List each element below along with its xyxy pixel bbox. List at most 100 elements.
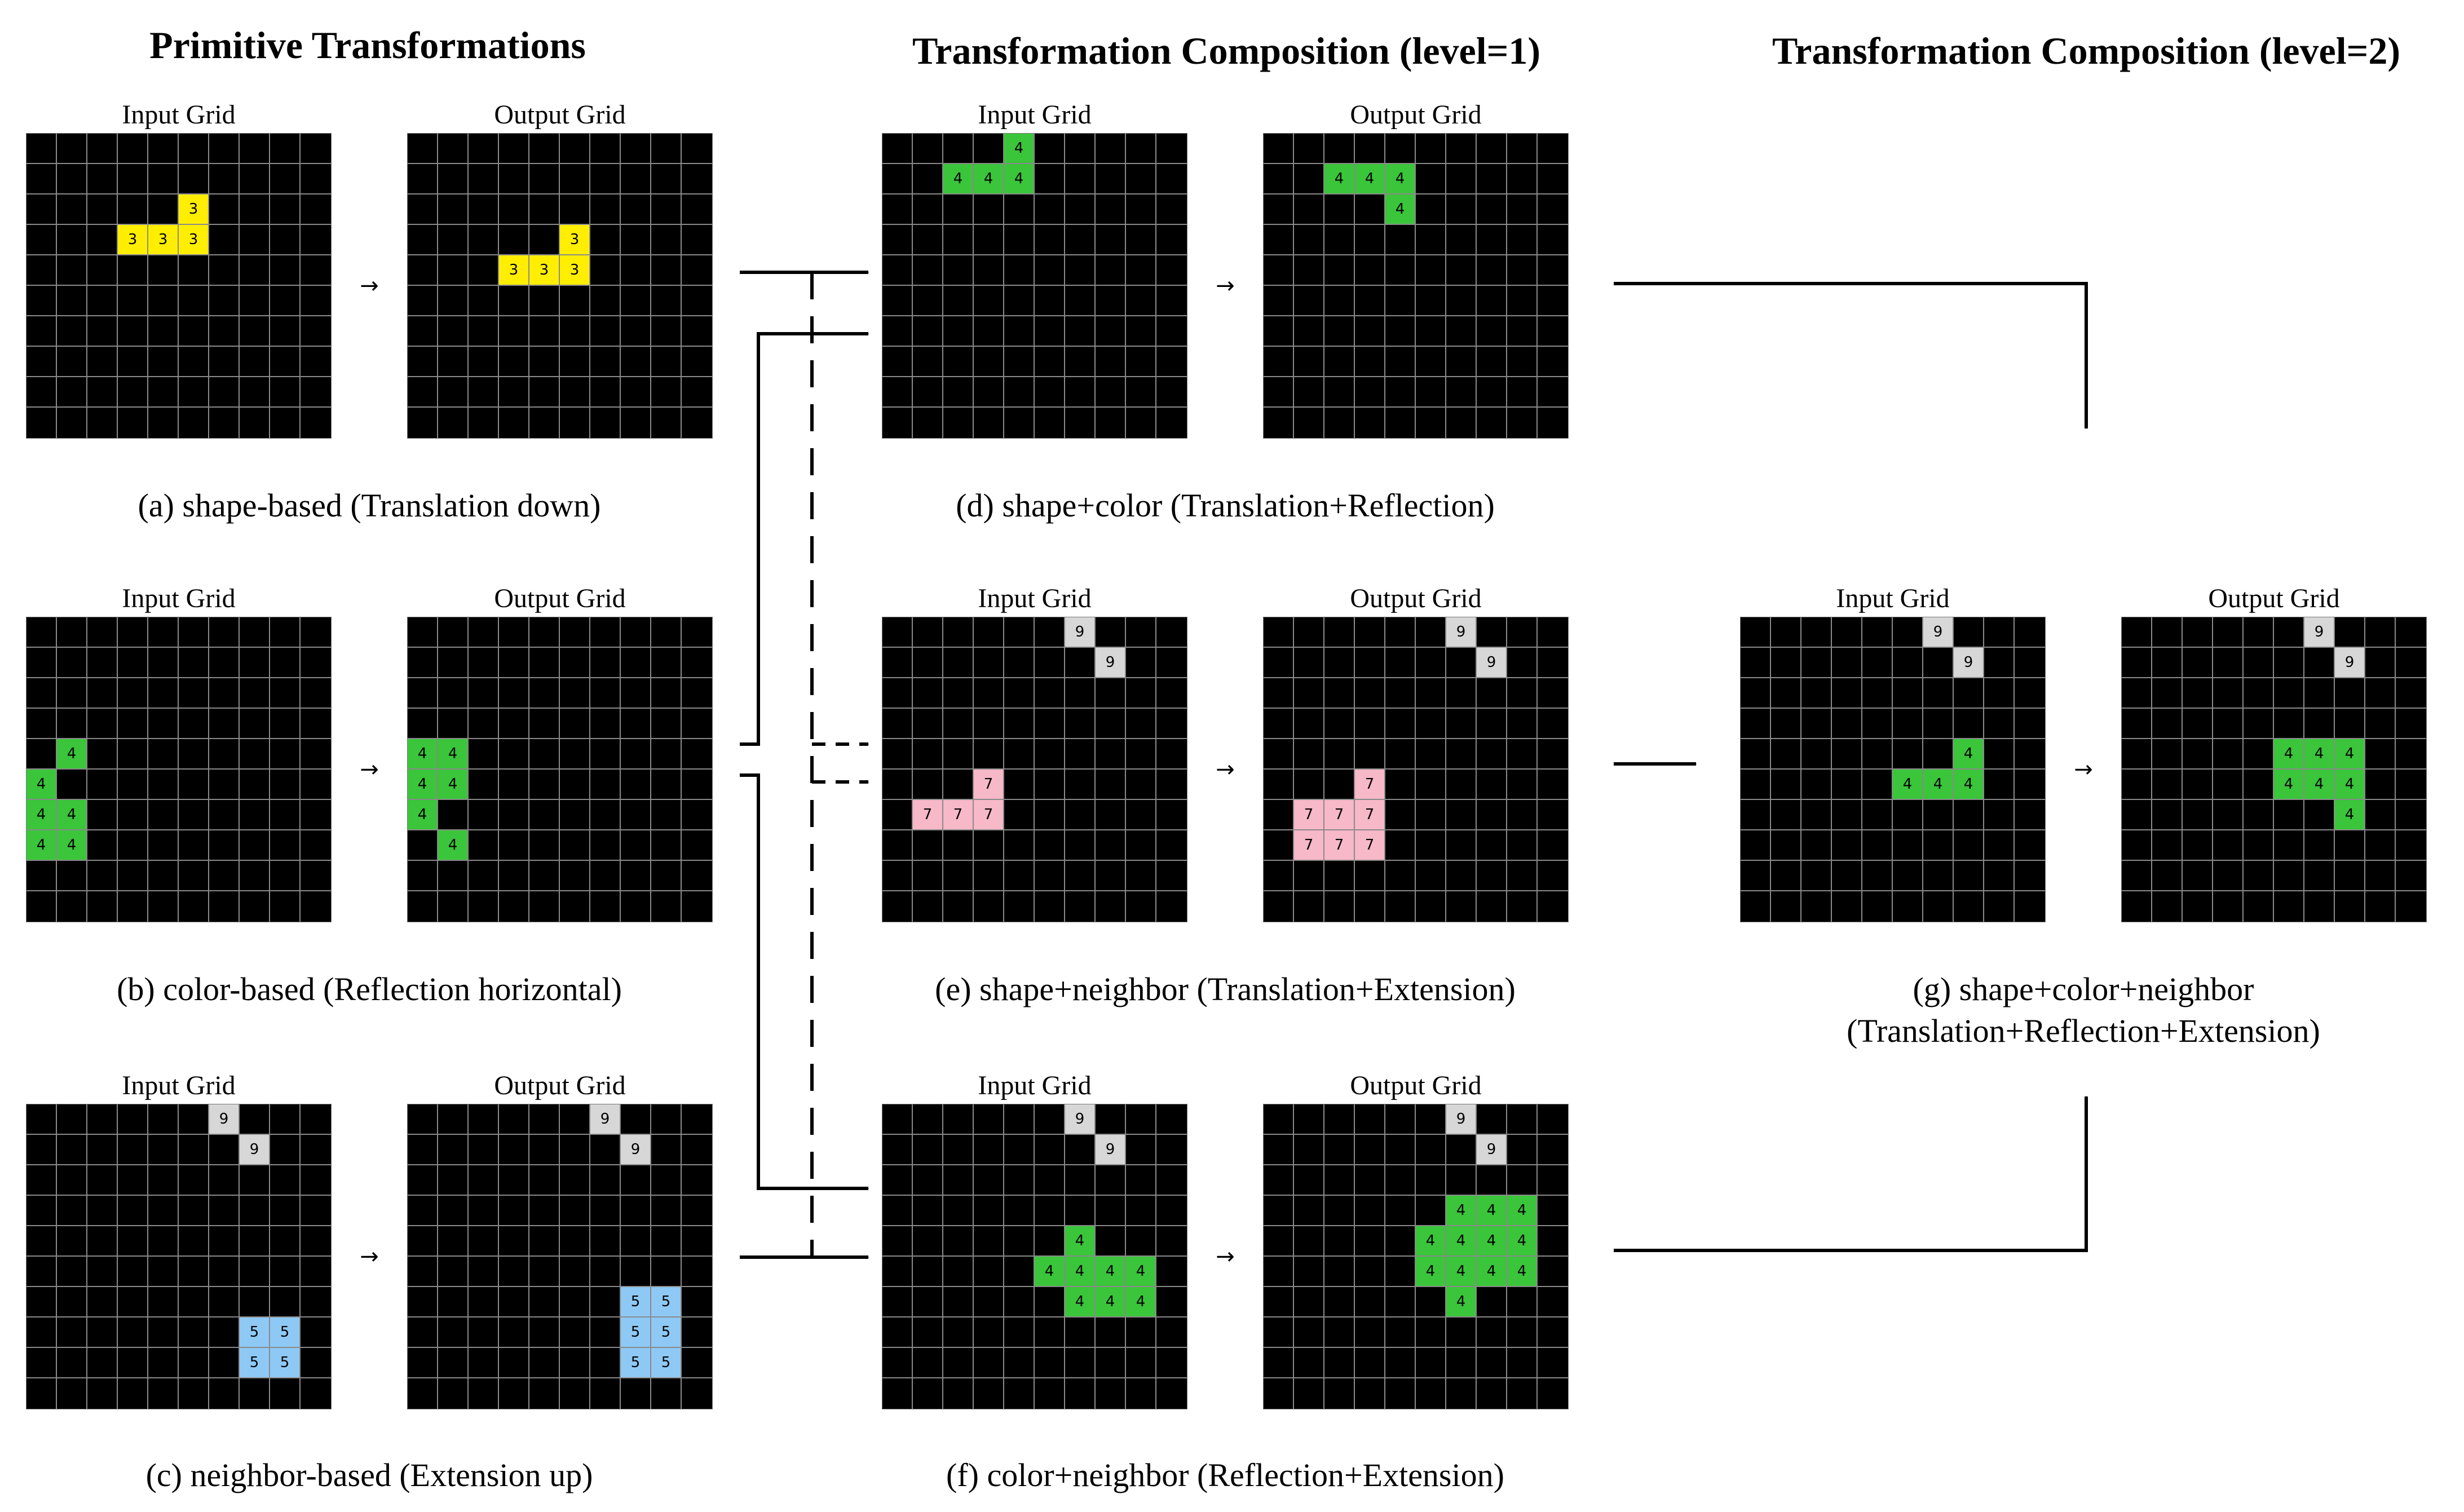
- grid-cell-value-5: 5: [651, 1318, 682, 1348]
- grid-cell: [57, 164, 87, 194]
- grid-cell: [87, 1287, 118, 1318]
- grid-cell-value-3: 3: [179, 225, 209, 255]
- grid-cell: [87, 347, 118, 377]
- grid-cell: [651, 1165, 682, 1196]
- grid-cell: [270, 678, 301, 709]
- grid-cell: [974, 891, 1004, 922]
- grid-cell: [240, 1287, 270, 1318]
- grid-cell: [209, 770, 240, 800]
- grid-cell: [1355, 739, 1385, 770]
- grid-cell: [560, 164, 590, 194]
- grid-cell: [943, 617, 974, 648]
- grid-cell: [240, 316, 270, 347]
- grid-cell: [2015, 891, 2045, 922]
- grid-cell: [469, 377, 499, 408]
- grid-cell: [1065, 286, 1096, 316]
- grid-cell-value-5: 5: [651, 1348, 682, 1378]
- grid-cell: [1507, 255, 1538, 286]
- grid-cell: [560, 194, 590, 225]
- grid-cell: [1065, 225, 1096, 255]
- output-grid-title-g: Output Grid: [2208, 583, 2340, 613]
- grid-cell: [1004, 1104, 1035, 1135]
- grid-cell: [621, 164, 651, 194]
- grid-cell: [1507, 286, 1538, 316]
- grid-cell: [1294, 1135, 1324, 1165]
- grid-cell: [1096, 739, 1126, 770]
- grid-cell: [1771, 739, 1801, 770]
- grid-cell: [1324, 617, 1355, 648]
- grid-cell-value-3: 3: [529, 255, 560, 286]
- grid-cell: [529, 678, 560, 709]
- grid-cell: [1065, 861, 1096, 891]
- grid-cell: [270, 770, 301, 800]
- input-grid-title-a: Input Grid: [122, 100, 236, 130]
- grid-cell: [2244, 709, 2274, 739]
- grid-cell: [2152, 891, 2183, 922]
- grid-cell: [882, 1287, 913, 1318]
- grid-cell: [240, 377, 270, 408]
- grid-cell: [1538, 1135, 1568, 1165]
- grid-cell: [1741, 800, 1771, 830]
- grid-cell: [57, 648, 87, 678]
- grid-cell: [469, 316, 499, 347]
- grid-cell: [1446, 709, 1477, 739]
- grid-cell: [882, 347, 913, 377]
- grid-cell: [1801, 739, 1832, 770]
- grid-cell: [1096, 1318, 1126, 1348]
- grid-cell: [651, 739, 682, 770]
- grid-cell: [1507, 316, 1538, 347]
- grid-cell: [529, 1378, 560, 1409]
- grid-cell: [1294, 861, 1324, 891]
- grid-cell: [529, 1348, 560, 1378]
- grid-cell: [1355, 1348, 1385, 1378]
- grid-cell: [1801, 617, 1832, 648]
- grid-cell: [1065, 408, 1096, 438]
- grid-cell: [27, 316, 57, 347]
- grid-cell: [1446, 891, 1477, 922]
- grid-cell: [118, 347, 148, 377]
- grid-cell: [1893, 709, 1923, 739]
- grid-cell-value-4: 4: [1446, 1257, 1477, 1287]
- grid-cell: [27, 1348, 57, 1378]
- grid-cell: [1004, 1165, 1035, 1196]
- caption-f: (f) color+neighbor (Reflection+Extension…: [946, 1454, 1504, 1496]
- grid-cell: [408, 286, 438, 316]
- grid-cell: [179, 861, 209, 891]
- grid-cell: [1065, 891, 1096, 922]
- grid-cell: [1294, 164, 1324, 194]
- grid-cell: [1477, 709, 1507, 739]
- grid-cell: [1477, 134, 1507, 164]
- grid-cell-value-4: 4: [1126, 1257, 1156, 1287]
- grid-cell: [1538, 861, 1568, 891]
- grid-cell-value-4: 4: [1004, 164, 1035, 194]
- grid-cell: [682, 770, 712, 800]
- grid-cell: [1538, 134, 1568, 164]
- grid-cell: [943, 770, 974, 800]
- grid-cell: [651, 709, 682, 739]
- grid-cell: [2244, 861, 2274, 891]
- grid-cell: [529, 286, 560, 316]
- grid-cell: [682, 830, 712, 861]
- grid-cell: [87, 1318, 118, 1348]
- grid-cell: [27, 377, 57, 408]
- grid-cell: [1156, 164, 1187, 194]
- grid-cell: [148, 891, 179, 922]
- grid-cell: [1385, 377, 1416, 408]
- grid-cell: [118, 891, 148, 922]
- grid-cell: [1096, 709, 1126, 739]
- grid-cell: [27, 164, 57, 194]
- grid-cell: [882, 225, 913, 255]
- input-grid-title-f: Input Grid: [978, 1071, 1092, 1100]
- grid-cell: [1156, 1226, 1187, 1257]
- grid-cell: [1035, 1318, 1065, 1348]
- grid-cell: [2122, 648, 2152, 678]
- grid-cell: [651, 255, 682, 286]
- grid-cell: [438, 316, 469, 347]
- grid-cell: [1035, 255, 1065, 286]
- grid-cell: [1923, 678, 1954, 709]
- grid-cell: [499, 1318, 529, 1348]
- grid-cell: [1801, 830, 1832, 861]
- grid-cell: [621, 648, 651, 678]
- input-grid-title-e: Input Grid: [978, 583, 1092, 613]
